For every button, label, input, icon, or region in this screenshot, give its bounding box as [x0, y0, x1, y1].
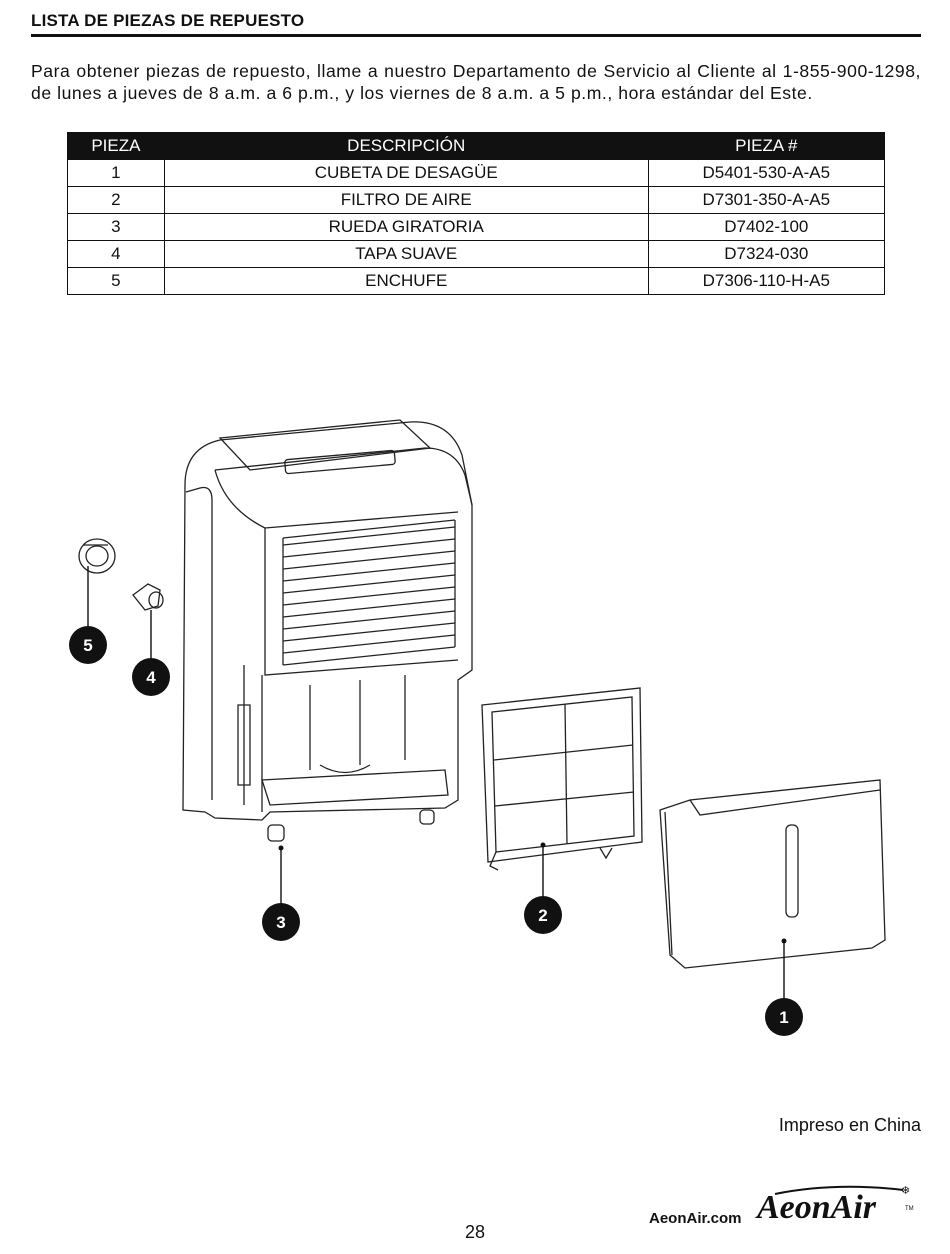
callout-5-label: 5 — [83, 636, 92, 655]
svg-text:TM: TM — [905, 1206, 914, 1212]
drain-bucket-part — [659, 779, 886, 969]
row-number: 2 — [67, 186, 165, 214]
header-descripcion: DESCRIPCIÓN — [163, 132, 649, 160]
printed-in-label: Impreso en China — [778, 1115, 921, 1135]
row-description: RUEDA GIRATORIA — [163, 213, 649, 241]
air-filter-part — [481, 687, 643, 871]
callout-5: 5 — [69, 626, 107, 664]
callout-2: 2 — [524, 896, 562, 934]
row-description: CUBETA DE DESAGÜE — [163, 159, 649, 187]
header-pieza-num: PIEZA # — [647, 132, 886, 160]
row-part-number: D7402-100 — [647, 213, 886, 241]
intro-paragraph: Para obtener piezas de repuesto, llame a… — [31, 61, 921, 103]
callout-4-label: 4 — [146, 668, 156, 687]
row-part-number: D7301-350-A-A5 — [647, 186, 886, 214]
callout-3: 3 — [262, 903, 300, 941]
title-rule — [31, 34, 921, 37]
row-number: 5 — [67, 267, 165, 295]
table-row: 5 ENCHUFE D7306-110-H-A5 — [67, 267, 886, 295]
svg-text:❄: ❄ — [901, 1184, 910, 1197]
header-pieza: PIEZA — [67, 132, 165, 160]
soft-cap-part — [132, 583, 164, 611]
table-row: 3 RUEDA GIRATORIA D7402-100 — [67, 213, 886, 241]
website-label: AeonAir.com — [649, 1210, 742, 1227]
dehumidifier-body — [182, 419, 473, 821]
svg-text:AeonAir: AeonAir — [755, 1189, 877, 1226]
parts-table: PIEZA DESCRIPCIÓN PIEZA # 1 CUBETA DE DE… — [67, 132, 886, 295]
row-part-number: D5401-530-A-A5 — [647, 159, 886, 187]
row-number: 4 — [67, 240, 165, 268]
section-title: LISTA DE PIEZAS DE REPUESTO — [31, 11, 305, 30]
callout-2-label: 2 — [538, 906, 547, 925]
table-row: 1 CUBETA DE DESAGÜE D5401-530-A-A5 — [67, 159, 886, 187]
row-part-number: D7306-110-H-A5 — [647, 267, 886, 295]
page-number: 28 — [464, 1222, 486, 1242]
callout-3-label: 3 — [276, 913, 285, 932]
table-row: 4 TAPA SUAVE D7324-030 — [67, 240, 886, 268]
plug-part — [78, 538, 116, 574]
table-header-row: PIEZA DESCRIPCIÓN PIEZA # — [67, 132, 886, 160]
aeonair-logo: AeonAir ❄ TM — [755, 1184, 914, 1226]
callout-1-label: 1 — [779, 1008, 788, 1027]
row-number: 3 — [67, 213, 165, 241]
row-part-number: D7324-030 — [647, 240, 886, 268]
row-number: 1 — [67, 159, 165, 187]
row-description: ENCHUFE — [163, 267, 649, 295]
table-row: 2 FILTRO DE AIRE D7301-350-A-A5 — [67, 186, 886, 214]
row-description: TAPA SUAVE — [163, 240, 649, 268]
exploded-parts-drawing: 5 4 3 2 1 — [69, 419, 886, 1036]
callout-4: 4 — [132, 658, 170, 696]
row-description: FILTRO DE AIRE — [163, 186, 649, 214]
callout-1: 1 — [765, 998, 803, 1036]
caster-wheel — [267, 809, 435, 842]
